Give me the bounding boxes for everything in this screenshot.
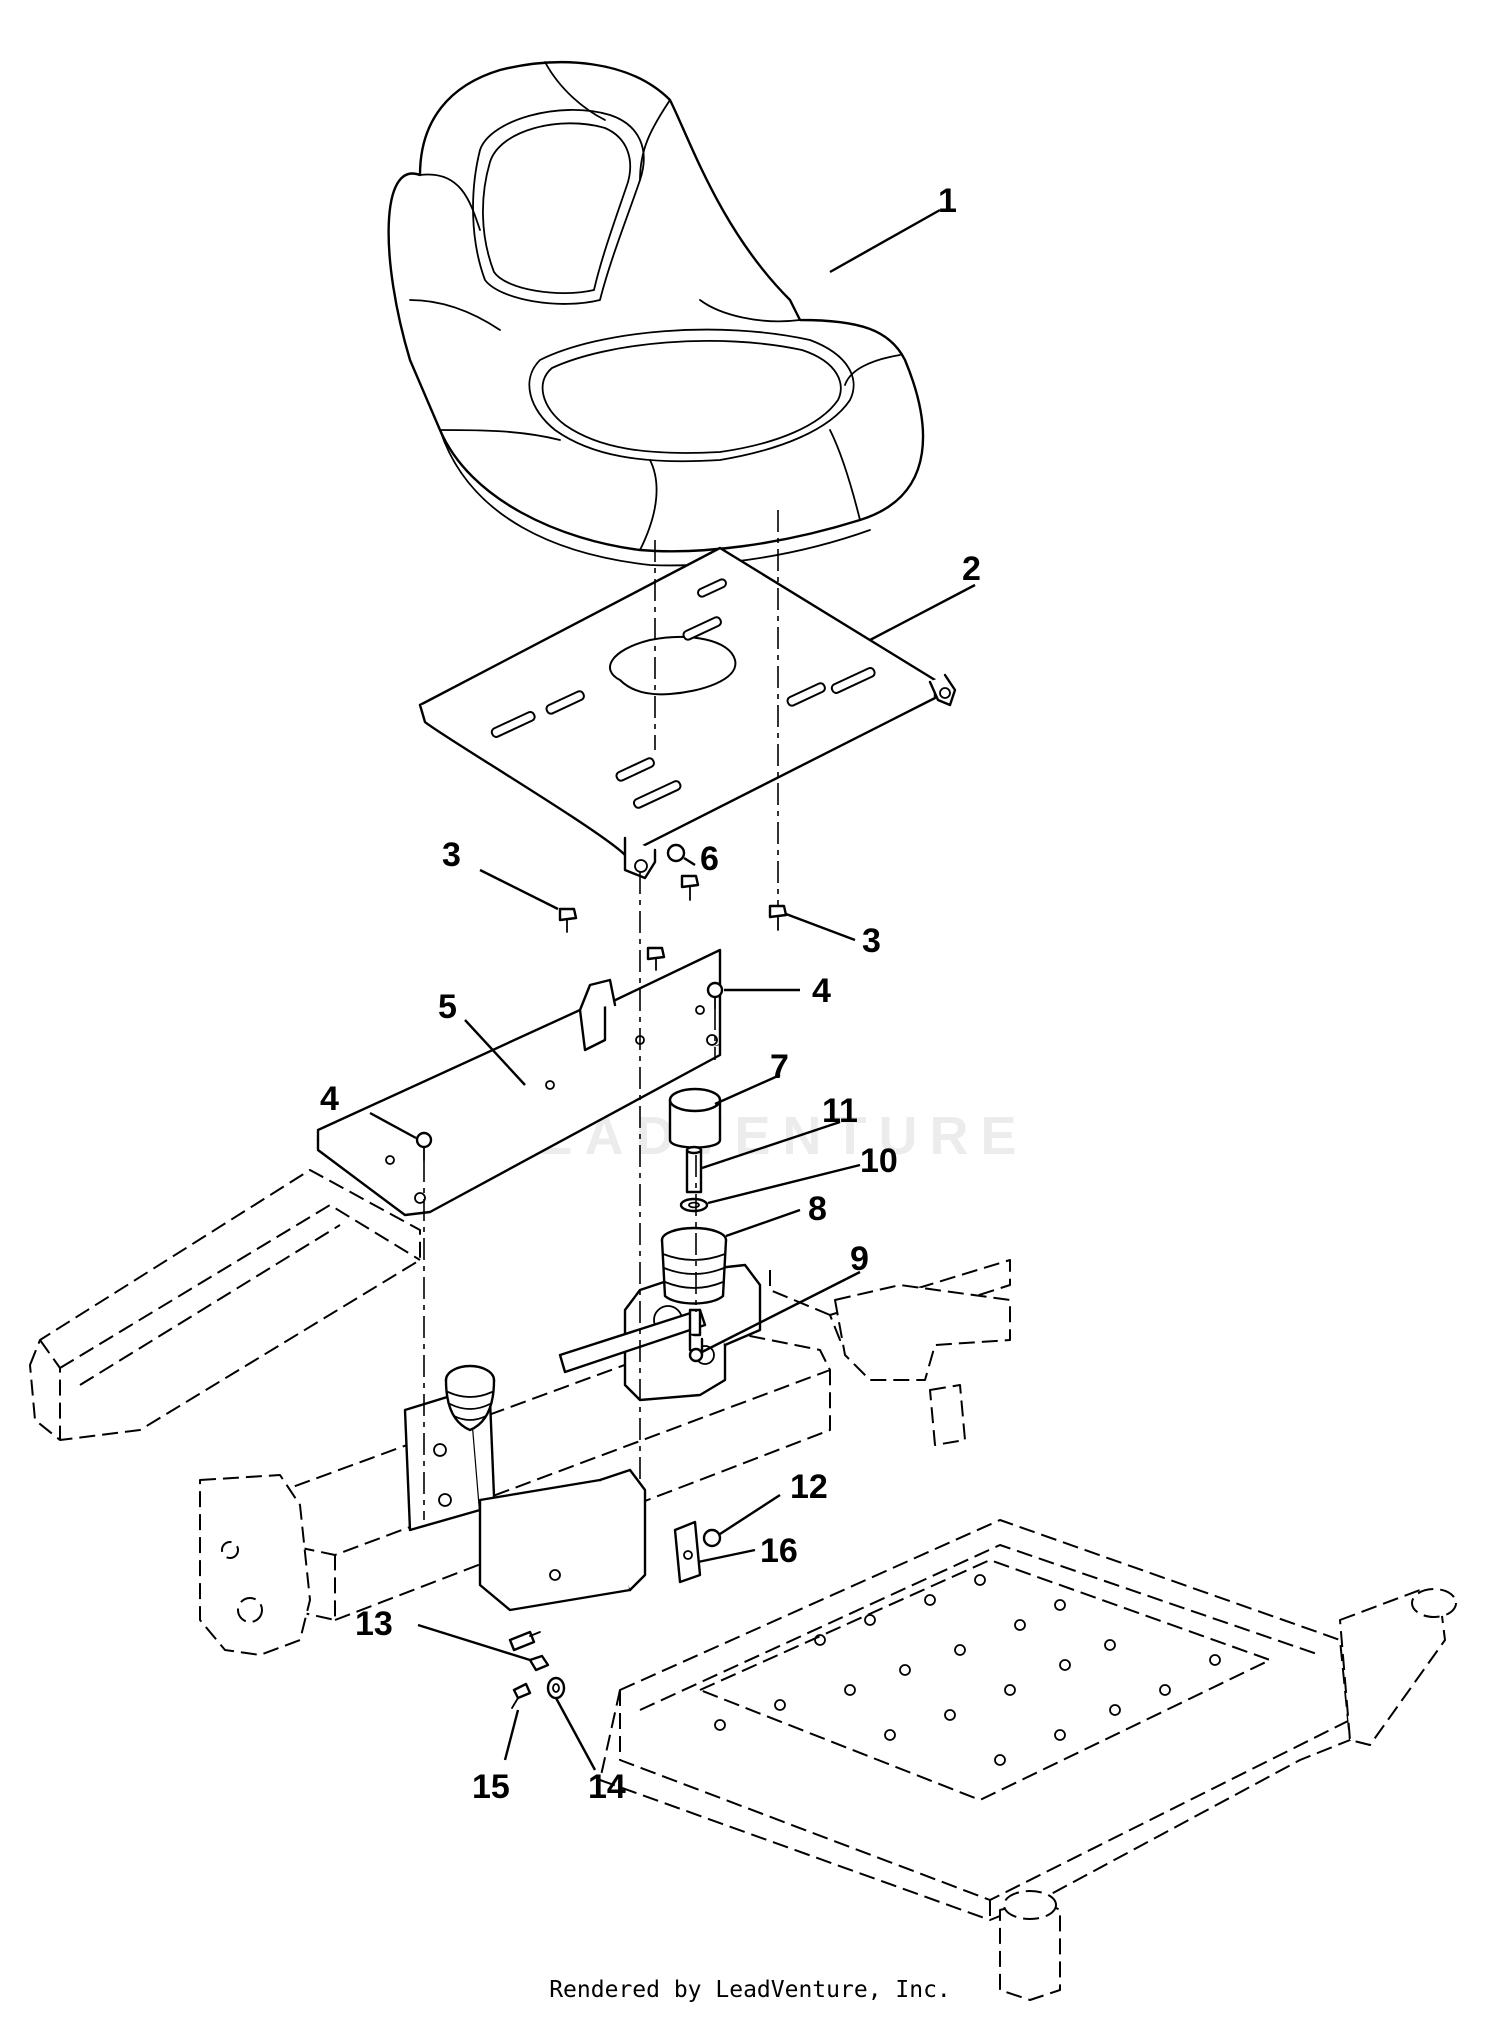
callout-12: 12 bbox=[790, 1468, 828, 1506]
callout-13: 13 bbox=[355, 1605, 393, 1643]
rendered-by-footer: Rendered by LeadVenture, Inc. bbox=[549, 1977, 951, 2003]
callout-1: 1 bbox=[938, 182, 957, 220]
callout-4-right: 4 bbox=[812, 972, 831, 1010]
callout-6: 6 bbox=[700, 840, 719, 878]
callout-16: 16 bbox=[760, 1532, 798, 1570]
callout-3-right: 3 bbox=[862, 922, 881, 960]
callout-11: 11 bbox=[822, 1092, 858, 1130]
callout-2: 2 bbox=[962, 550, 981, 588]
callout-8: 8 bbox=[808, 1190, 827, 1228]
callout-10: 10 bbox=[860, 1142, 898, 1180]
callout-7: 7 bbox=[770, 1048, 789, 1086]
leader-lines bbox=[369, 208, 976, 1771]
assembly-lines bbox=[423, 510, 779, 1520]
seat bbox=[387, 61, 925, 567]
seat-pan-bracket bbox=[316, 948, 722, 1217]
callout-9: 9 bbox=[850, 1240, 869, 1278]
callout-5: 5 bbox=[438, 988, 457, 1026]
seat-plate bbox=[418, 546, 957, 880]
hardware bbox=[415, 843, 788, 1709]
callout-15: 15 bbox=[472, 1768, 510, 1806]
callout-3-left: 3 bbox=[442, 836, 461, 874]
callout-4-left: 4 bbox=[320, 1080, 339, 1118]
floor-holes bbox=[714, 1574, 1221, 1766]
callouts: 1 2 3 3 6 4 4 5 7 11 10 8 9 12 16 13 15 … bbox=[320, 182, 981, 1806]
callout-14: 14 bbox=[588, 1768, 626, 1806]
